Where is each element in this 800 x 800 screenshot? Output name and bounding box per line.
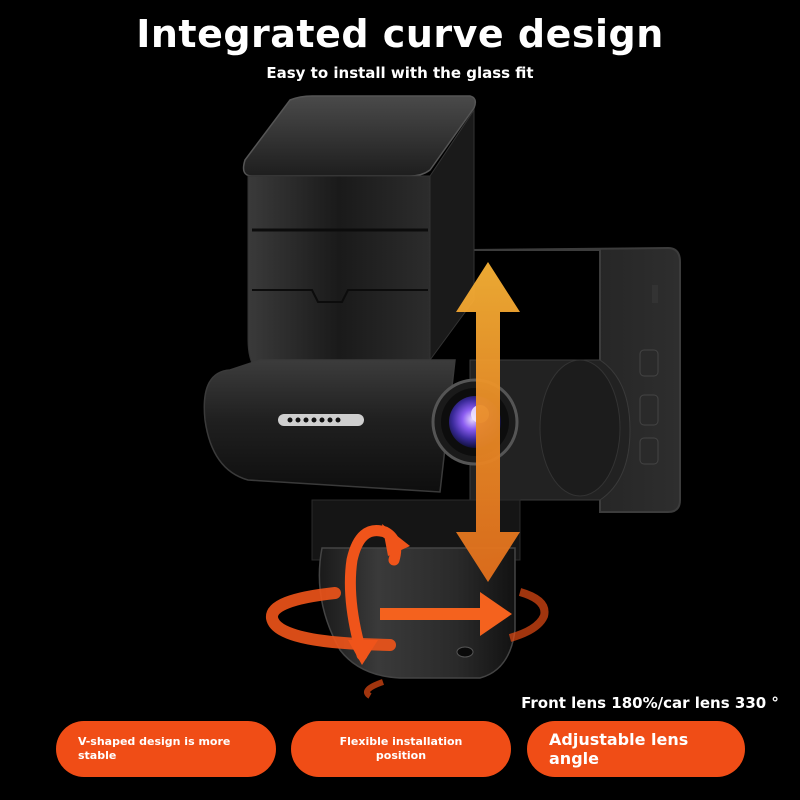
tilt-arrow-icon: [344, 524, 410, 665]
page-title: Integrated curve design: [136, 12, 664, 56]
feature-pill-lens-angle: Adjustable lens angle: [527, 721, 745, 777]
vertical-adjust-arrow-icon: [456, 262, 520, 582]
camera-body: [203, 359, 631, 501]
lens-angle-note: Front lens 180%/car lens 330 °: [521, 694, 779, 712]
windshield-mount: [242, 95, 477, 371]
feature-label: V-shaped design is more stable: [78, 734, 231, 762]
feature-pill-installation: Flexible installation position: [291, 721, 511, 777]
page-subtitle: Easy to install with the glass fit: [266, 64, 534, 82]
rotation-arrow-icon: [266, 587, 549, 699]
feature-label: Flexible installation position: [339, 734, 463, 762]
feature-pill-stable: V-shaped design is more stable: [56, 721, 276, 777]
feature-label: Adjustable lens angle: [549, 730, 689, 768]
